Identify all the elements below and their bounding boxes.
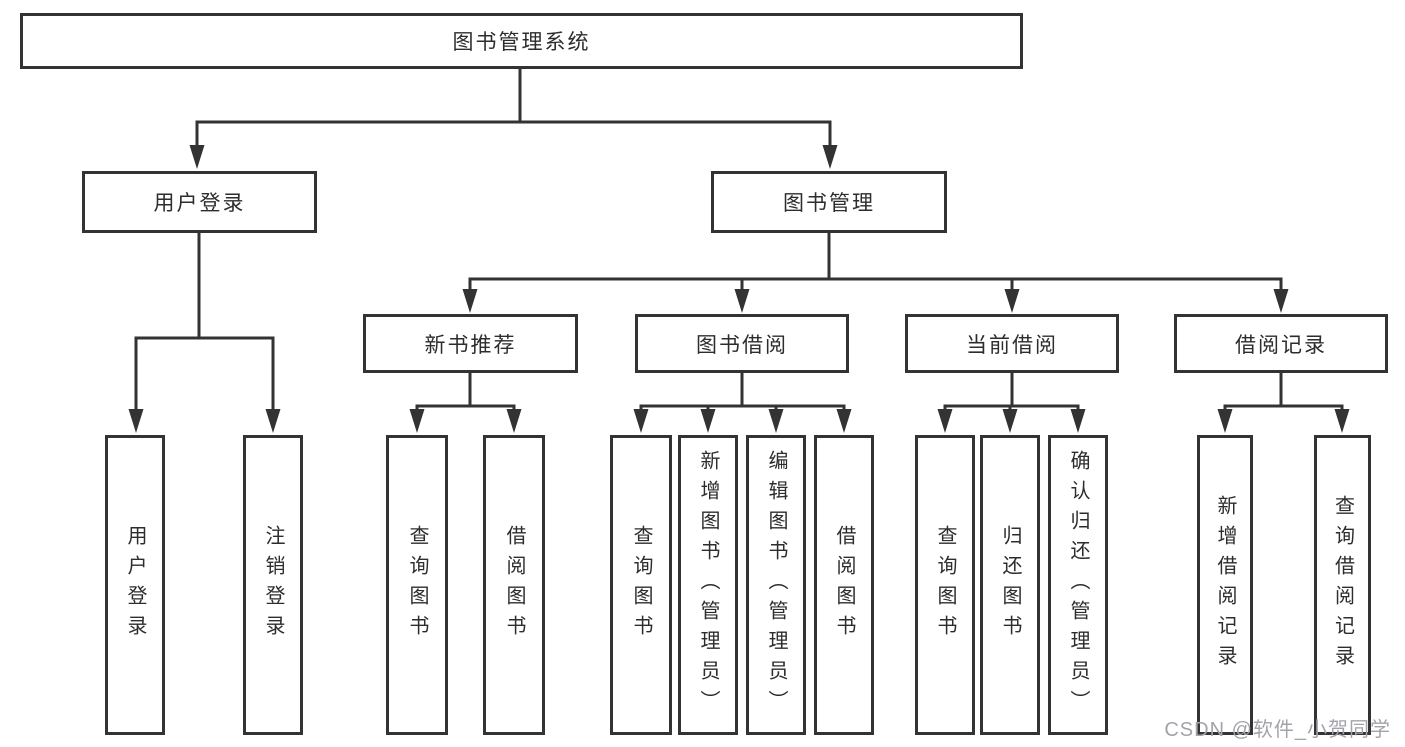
leaf-query-books-current-label: 查询图书 xyxy=(934,525,956,645)
node-new-book-recommend-label: 新书推荐 xyxy=(424,333,517,357)
node-borrow-records-label: 借阅记录 xyxy=(1235,333,1327,357)
leaf-add-books-admin-label: 新增图书（管理员） xyxy=(697,450,719,720)
leaf-logout: 注销登录 xyxy=(243,435,303,735)
node-user-login-label: 用户登录 xyxy=(153,192,246,215)
leaf-user-login-label: 用户登录 xyxy=(124,525,146,645)
leaf-confirm-return-admin: 确认归还（管理员） xyxy=(1048,435,1108,735)
leaf-borrow-books-label: 借阅图书 xyxy=(833,525,855,645)
node-library-system: 图书管理系统 xyxy=(20,13,1023,69)
leaf-borrow-books-recommend-label: 借阅图书 xyxy=(503,525,525,645)
leaf-add-borrow-record: 新增借阅记录 xyxy=(1197,435,1253,735)
node-book-management: 图书管理 xyxy=(711,171,947,233)
leaf-query-books-recommend-label: 查询图书 xyxy=(406,525,428,645)
node-book-management-label: 图书管理 xyxy=(783,192,875,215)
leaf-borrow-books: 借阅图书 xyxy=(814,435,874,735)
leaf-query-books-recommend: 查询图书 xyxy=(386,435,448,735)
leaf-user-login: 用户登录 xyxy=(105,435,165,735)
leaf-confirm-return-admin-label: 确认归还（管理员） xyxy=(1067,450,1089,720)
leaf-query-books-borrow: 查询图书 xyxy=(610,435,672,735)
leaf-add-borrow-record-label: 新增借阅记录 xyxy=(1214,495,1236,675)
node-current-borrow: 当前借阅 xyxy=(905,314,1119,373)
leaf-return-books-label: 归还图书 xyxy=(999,525,1021,645)
node-book-borrow-label: 图书借阅 xyxy=(696,333,788,357)
leaf-query-borrow-record-label: 查询借阅记录 xyxy=(1331,495,1354,675)
leaf-logout-label: 注销登录 xyxy=(262,525,284,645)
leaf-query-borrow-record: 查询借阅记录 xyxy=(1314,435,1371,735)
leaf-return-books: 归还图书 xyxy=(980,435,1040,735)
leaf-edit-books-admin: 编辑图书（管理员） xyxy=(746,435,806,735)
leaf-edit-books-admin-label: 编辑图书（管理员） xyxy=(765,450,787,720)
node-current-borrow-label: 当前借阅 xyxy=(966,333,1058,357)
node-library-system-label: 图书管理系统 xyxy=(452,31,591,54)
leaf-query-books-borrow-label: 查询图书 xyxy=(630,525,652,645)
leaf-add-books-admin: 新增图书（管理员） xyxy=(678,435,738,735)
csdn-watermark: CSDN @软件_小贺同学 xyxy=(1164,719,1391,741)
node-book-borrow: 图书借阅 xyxy=(635,314,849,373)
leaf-borrow-books-recommend: 借阅图书 xyxy=(483,435,545,735)
node-user-login: 用户登录 xyxy=(82,171,317,233)
leaf-query-books-current: 查询图书 xyxy=(915,435,975,735)
node-borrow-records: 借阅记录 xyxy=(1174,314,1388,373)
node-new-book-recommend: 新书推荐 xyxy=(363,314,578,373)
